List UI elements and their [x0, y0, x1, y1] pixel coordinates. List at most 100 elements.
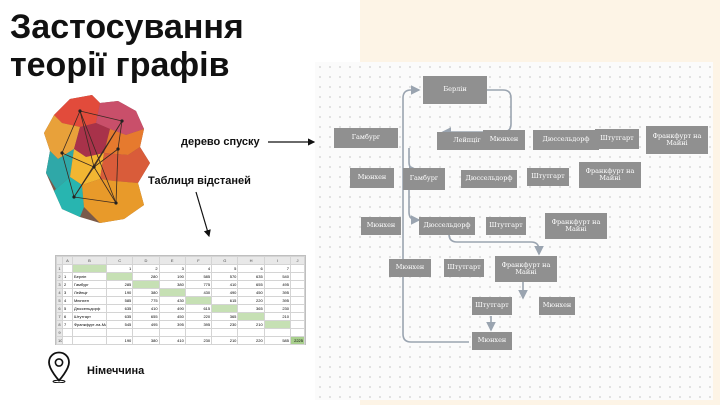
sheet-cell: 220 [237, 296, 265, 305]
sheet-cell: 395 [184, 320, 213, 329]
sheet-cell: 495 [263, 280, 292, 289]
sheet-cell: 220 [184, 312, 213, 321]
sheet-cell [290, 304, 305, 313]
sheet-cell: 410 [132, 304, 160, 313]
sheet-cell: 490 [158, 304, 186, 313]
arrow-to-table [195, 191, 211, 238]
sheet-cell: Берлін [72, 272, 107, 281]
sheet-cell: 2 [132, 264, 160, 273]
sheet-cell: 2 [62, 280, 73, 289]
node-hamburg-l2: Гамбург [403, 168, 445, 190]
descent-tree-diagram: Берлін Гамбург Лейпціг Мюнхен Дюссельдор… [315, 62, 713, 400]
col-header: A [62, 256, 73, 265]
sheet-cell [62, 336, 73, 345]
sheet-cell: Лейпціг [72, 288, 107, 297]
title-line-2: теорії графів [10, 46, 230, 84]
sheet-cell: 395 [158, 320, 186, 329]
sheet-cell: 495 [132, 320, 160, 329]
col-header: D [132, 256, 160, 265]
sheet-cell: 395 [263, 296, 292, 305]
sheet-cell: Франкфурт-на-Майні [72, 320, 107, 329]
sheet-cell: 585 [184, 272, 213, 281]
sheet-cell: 450 [237, 288, 265, 297]
node-frankfurt-l4: Франкфурт на Майні [495, 256, 557, 282]
sheet-cell: 635 [105, 304, 134, 313]
sheet-cell [290, 320, 305, 329]
node-stuttgart-l2: Штутгарт [527, 168, 569, 186]
sheet-header-row: A B C D E F G H I J [56, 256, 305, 265]
sheet-cell: 380 [132, 336, 160, 345]
sheet-cell [290, 288, 305, 297]
node-dusseldorf-l2: Дюссельдорф [461, 170, 517, 188]
sheet-cell [105, 272, 134, 281]
sheet-cell: 655 [132, 312, 160, 321]
node-berlin: Берлін [423, 76, 487, 104]
sheet-cell [290, 312, 305, 321]
sheet-cell [290, 272, 305, 281]
sheet-cell [290, 296, 305, 305]
sheet-cell [62, 328, 73, 337]
sheet-row: 9 [56, 328, 305, 337]
node-munich-l1: Мюнхен [483, 130, 525, 150]
sheet-cell: Гамбург [72, 280, 107, 289]
sheet-cell: 490 [211, 288, 239, 297]
sheet-cell: 3 [62, 288, 73, 297]
node-munich-l4: Мюнхен [389, 259, 431, 277]
sheet-cell: 2225 [290, 336, 305, 345]
sheet-cell [132, 328, 160, 337]
edge-return-berlin [402, 85, 469, 343]
col-header: H [237, 256, 265, 265]
sheet-cell: 775 [132, 296, 160, 305]
sheet-cell [105, 328, 134, 337]
location-pin-icon [48, 351, 70, 383]
sheet-cell [184, 328, 213, 337]
sheet-cell: 190 [105, 288, 134, 297]
sheet-cell: 615 [184, 304, 213, 313]
node-stuttgart-l1: Штутгарт [595, 129, 639, 149]
distance-table-label: Таблиця відстаней [148, 175, 251, 187]
sheet-cell: 6 [62, 312, 73, 321]
node-frankfurt-l3: Франкфурт на Майні [545, 213, 607, 239]
sheet-cell: 190 [105, 336, 134, 345]
sheet-cell: 430 [158, 296, 186, 305]
node-munich-l5: Мюнхен [539, 297, 575, 315]
sheet-cell [263, 328, 292, 337]
sheet-cell: 230 [263, 304, 292, 313]
sheet-cell: 4 [184, 264, 213, 273]
node-leipzig-l1: Лейпціг [437, 132, 497, 150]
sheet-cell: 410 [211, 280, 239, 289]
sheet-cell: 775 [184, 280, 213, 289]
sheet-cell: 210 [263, 312, 292, 321]
sheet-cell: 615 [211, 296, 239, 305]
node-stuttgart-l3: Штутгарт [486, 217, 526, 235]
sheet-cell: 365 [237, 304, 265, 313]
sheet-cell: Штутгарт [72, 312, 107, 321]
sheet-cell: 450 [158, 312, 186, 321]
sheet-cell: 230 [211, 320, 239, 329]
sheet-cell [290, 280, 305, 289]
country-label: Німеччина [87, 365, 145, 377]
node-frankfurt-l2: Франкфурт на Майні [579, 162, 641, 188]
sheet-cell: 1 [105, 264, 134, 273]
sheet-cell [263, 320, 292, 329]
sheet-cell: 5 [211, 264, 239, 273]
sheet-cell: 230 [184, 336, 213, 345]
col-header: B [72, 256, 107, 265]
edge-leipzig-hamburg [408, 148, 419, 175]
sheet-cell: 7 [62, 320, 73, 329]
sheet-cell [237, 328, 265, 337]
sheet-cell: Мюнхен [72, 296, 107, 305]
sheet-cell [132, 280, 160, 289]
node-frankfurt-l1: Франкфурт на Майні [646, 126, 708, 154]
sheet-cell: 585 [105, 296, 134, 305]
sheet-cell [237, 312, 265, 321]
sheet-cell: 380 [132, 288, 160, 297]
sheet-cell: 365 [211, 312, 239, 321]
